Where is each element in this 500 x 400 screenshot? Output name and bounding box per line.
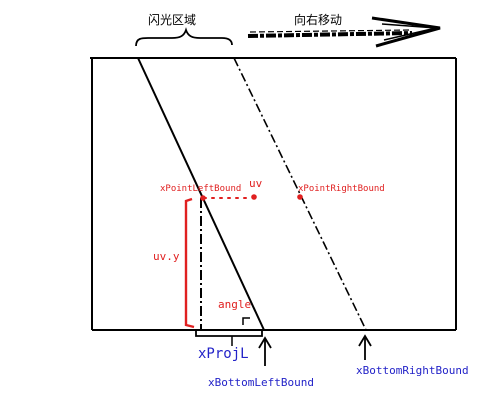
x-bottom-right-bound-arrow bbox=[358, 334, 372, 360]
move-right-label: 向右移动 bbox=[294, 12, 342, 27]
right-boundary-line bbox=[233, 57, 367, 331]
uv-label: uv bbox=[249, 177, 263, 190]
x-point-left-bound-dot bbox=[200, 195, 206, 201]
x-bottom-right-bound-label: xBottomRightBound bbox=[356, 364, 469, 377]
x-bottom-left-bound-arrow bbox=[258, 336, 272, 366]
x-point-right-bound-dot bbox=[297, 194, 303, 200]
flash-region-label: 闪光区域 bbox=[148, 13, 196, 27]
uv-dot bbox=[251, 194, 257, 200]
x-bottom-left-bound-label: xBottomLeftBound bbox=[208, 376, 314, 389]
left-boundary-line bbox=[137, 57, 265, 331]
x-proj-l-bracket bbox=[195, 330, 263, 337]
move-right-arrow bbox=[247, 16, 441, 48]
uv-y-label: uv.y bbox=[153, 250, 180, 263]
x-point-right-bound-label: xPointRightBound bbox=[298, 184, 385, 194]
x-proj-l-label: xProjL bbox=[198, 346, 249, 362]
angle-marker bbox=[242, 317, 250, 325]
angle-label: angle bbox=[218, 298, 251, 311]
x-point-left-bound-label: xPointLeftBound bbox=[160, 184, 241, 194]
uv-y-bracket bbox=[184, 197, 195, 329]
flash-region-brace bbox=[135, 27, 233, 47]
